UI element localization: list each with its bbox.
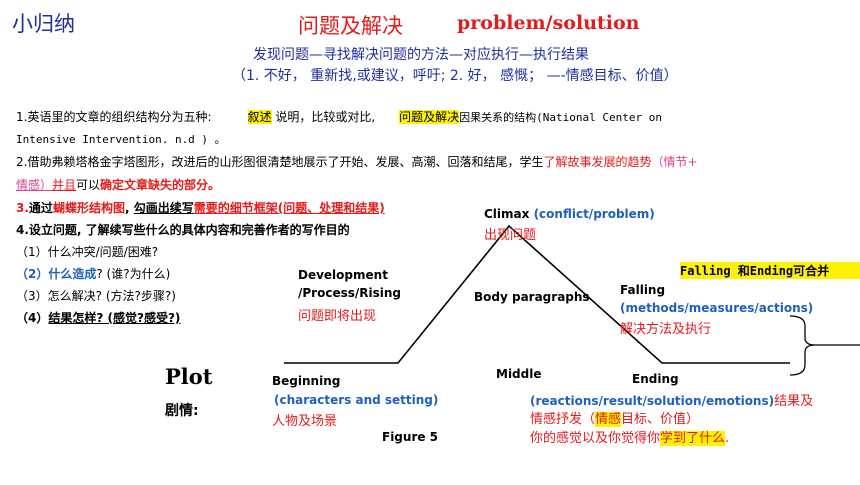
subtitle-flow: 发现问题—寻找解决问题的方法—对应执行—执行结果 [253, 47, 589, 63]
question-2-num: （2） [16, 267, 49, 281]
question-4-text: 结果怎样? (感觉?感受?) [48, 311, 181, 325]
merge-note: Falling 和Ending可合并 [680, 262, 860, 279]
question-2-blue: 什么造成 [48, 267, 97, 281]
ending-red-2: 情感抒发（ [530, 412, 596, 427]
note-2-red-2: 并且 [52, 178, 77, 192]
note-3-text-b: , [124, 201, 134, 215]
falling-cn: 解决方法及执行 [620, 322, 712, 337]
ending-highlight-2: 学到了什么 [660, 431, 726, 446]
note-1-text-c: 因果关系的结构(National Center on [459, 111, 662, 124]
question-2-rest: ? (谁?为什么) [96, 267, 171, 281]
development-line-2: /Process/Rising [298, 286, 402, 300]
development-line-1: Development [298, 268, 388, 282]
grouping-brace [789, 315, 816, 376]
note-2: 2.借助弗赖塔格金字塔图形，改进后的山形图很清楚地展示了开始、发展、高潮、回落和… [16, 153, 698, 170]
title-en: problem/solution [457, 12, 640, 34]
falling-blue: (methods/measures/actions) [620, 301, 814, 315]
question-4-num: （4） [16, 311, 49, 325]
climax-blue: (conflict/problem) [533, 207, 655, 221]
plot-cn: 剧情: [165, 403, 199, 419]
middle-label: Middle [496, 367, 542, 381]
blank-answer-1: 叙述 [247, 110, 272, 124]
summary-label: 小归纳 [12, 12, 75, 36]
note-4: 4.设立问题, 了解续写些什么的具体内容和完善作者的写作目的 [16, 223, 350, 237]
climax-cn: 出现问题 [484, 228, 537, 243]
note-1-text: 1.英语里的文章的组织结构分为五种: [16, 110, 212, 124]
note-3: 3.通过蝴蝶形结构图, 勾画出续写需要的细节框架(问题、处理和结果) [16, 199, 385, 216]
note-3-red-2: 需要的细节框架(问题、处理和结果) [193, 201, 385, 215]
note-2-red-3: 确定文章缺失的部分。 [100, 178, 221, 192]
ending-red: 结果及 [774, 394, 814, 409]
ending-blue: (reactions/result/solution/emotions) [530, 394, 775, 408]
question-3: （3）怎么解决? (方法?步骤?) [16, 289, 176, 303]
ending-dot: . [725, 431, 730, 446]
ending-red-4: 你的感觉以及你觉得你 [530, 431, 661, 446]
note-1-line-2: Intensive Intervention. n.d ) 。 [16, 133, 226, 146]
note-2-line-2: 情感）并且可以确定文章缺失的部分。 [16, 176, 220, 193]
note-2-red: 了解故事发展的趋势 [543, 155, 652, 169]
note-2-pink-2: 情感） [16, 178, 53, 192]
figure-caption: Figure 5 [382, 430, 439, 444]
development-cn: 问题即将出现 [298, 309, 377, 324]
note-2-text: 2.借助弗赖塔格金字塔图形，改进后的山形图很清楚地展示了开始、发展、高潮、回落和… [16, 155, 544, 169]
question-2: （2）什么造成? (谁?为什么) [16, 265, 170, 282]
note-3-underline: 勾画出续写 [133, 201, 194, 215]
title-cn: 问题及解决 [298, 14, 403, 38]
beginning-cn: 人物及场景 [272, 414, 338, 429]
ending-label: Ending [632, 372, 679, 386]
ending-line-3: 你的感觉以及你觉得你学到了什么. [530, 427, 729, 446]
note-1-text-b: 说明，比较或对比, [271, 110, 376, 124]
note-1: 1.英语里的文章的组织结构分为五种: 叙述 说明，比较或对比, 问题及解决因果关系的… [16, 108, 662, 125]
note-2-text-b: 可以 [76, 178, 101, 192]
note-3-red: 蝴蝶形结构图 [52, 201, 125, 215]
ending-line-1: (reactions/result/solution/emotions)结果及 [530, 390, 813, 409]
note-2-pink: （情节+ [651, 155, 698, 169]
plot-line [284, 224, 790, 364]
climax-en: Climax [484, 207, 534, 221]
beginning-blue: (characters and setting) [274, 393, 439, 407]
question-1: （1）什么冲突/问题/困难? [16, 245, 159, 259]
ending-line-2: 情感抒发（情感目标、价值） [530, 408, 699, 427]
plot-title: Plot [165, 364, 213, 389]
blank-answer-2: 问题及解决 [399, 110, 460, 124]
note-3-text: 通过 [28, 201, 53, 215]
note-3-num: 3. [16, 201, 29, 215]
climax-label: Climax (conflict/problem) [484, 207, 655, 221]
ending-red-3: 目标、价值） [621, 412, 700, 427]
question-4: （4）结果怎样? (感觉?感受?) [16, 309, 180, 326]
ending-highlight: 情感 [595, 412, 622, 427]
beginning-label: Beginning [272, 374, 341, 388]
body-paragraphs-label: Body paragraphs [474, 290, 590, 304]
subtitle-note: （1. 不好， 重新找,或建议，呼吁; 2. 好， 感慨； —-情感目标、价值） [232, 68, 678, 84]
falling-label: Falling [620, 283, 666, 297]
